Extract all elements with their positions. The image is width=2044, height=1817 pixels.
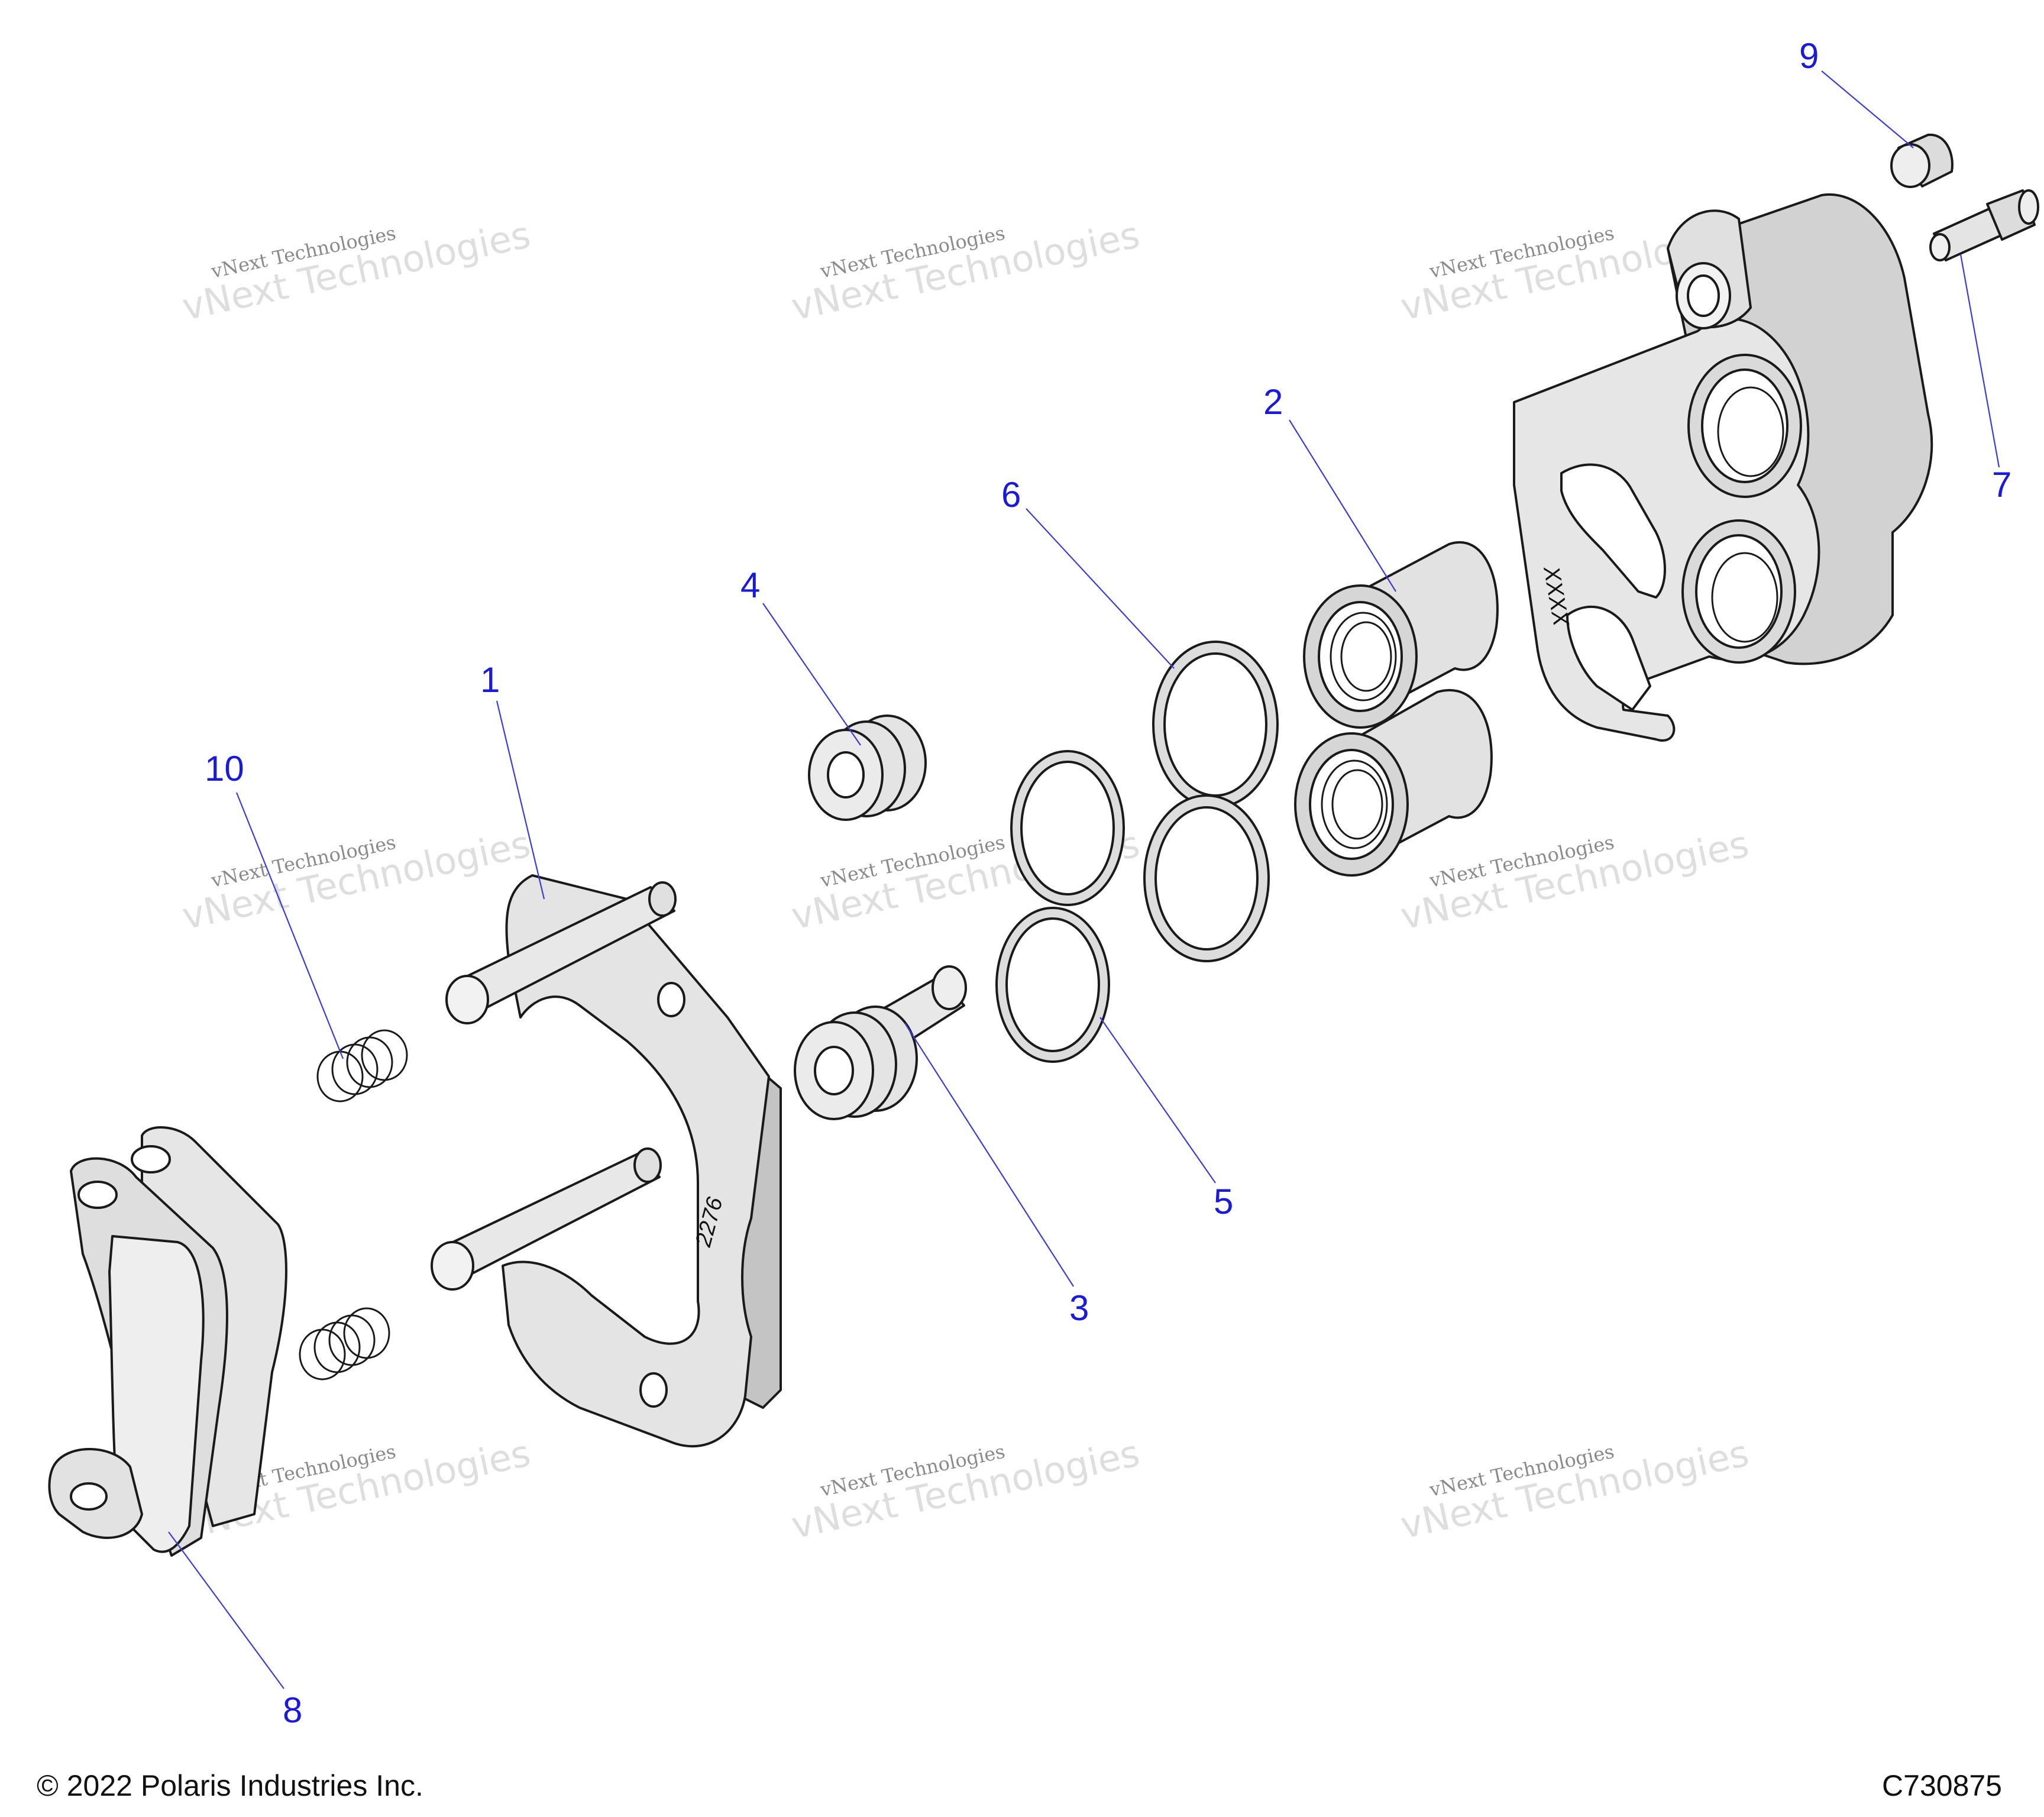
brake-pads xyxy=(48,1126,287,1557)
leader-10 xyxy=(235,792,344,1059)
seal-upper-outer xyxy=(1152,641,1279,809)
piston-seals xyxy=(995,641,1279,1063)
spring-lower xyxy=(299,1307,390,1380)
callout-1: 1 xyxy=(480,660,500,700)
callout-5: 5 xyxy=(1214,1182,1233,1221)
leader-4 xyxy=(762,603,861,746)
leader-1 xyxy=(496,700,545,900)
watermarks: vNext Technologies vNext Technologies vN… xyxy=(179,213,1752,1547)
piston-upper xyxy=(1303,541,1499,729)
callouts: 1 2 3 4 5 6 7 8 9 10 xyxy=(205,36,2011,1730)
watermark-8: vNext Technologies vNext Technologies xyxy=(788,1431,1143,1547)
caliper-housing: XXXX xyxy=(1513,193,1933,742)
pistons xyxy=(1294,541,1499,877)
leader-6 xyxy=(1026,508,1175,669)
leader-lines xyxy=(168,70,2000,1689)
leader-5 xyxy=(1099,1017,1216,1184)
callout-6: 6 xyxy=(1001,475,1021,515)
callout-10: 10 xyxy=(205,749,244,788)
callout-9: 9 xyxy=(1799,36,1819,76)
watermark-6: vNext Technologies vNext Technologies xyxy=(1397,822,1752,938)
seal-lower-outer xyxy=(1143,794,1270,962)
spring-upper xyxy=(316,1029,408,1103)
bleeder-screw xyxy=(1929,189,2039,261)
springs xyxy=(299,1029,408,1380)
callout-8: 8 xyxy=(283,1690,302,1730)
callout-3: 3 xyxy=(1069,1288,1089,1328)
copyright-text: © 2022 Polaris Industries Inc. xyxy=(37,1769,423,1802)
leader-2 xyxy=(1289,419,1396,592)
leader-3 xyxy=(904,1023,1074,1287)
callout-4: 4 xyxy=(740,565,760,605)
leader-7 xyxy=(1959,254,2000,468)
caliper-bracket: 2276 xyxy=(431,874,782,1448)
pin-boot-upper xyxy=(808,714,927,821)
callout-7: 7 xyxy=(1992,465,2011,505)
callout-2: 2 xyxy=(1263,382,1283,422)
seal-lower-inner xyxy=(995,907,1110,1063)
watermark-9: vNext Technologies vNext Technologies xyxy=(1397,1431,1752,1547)
seal-upper-inner xyxy=(1010,750,1125,906)
watermark-1: vNext Technologies vNext Technologies xyxy=(179,213,534,329)
figure-id: C730875 xyxy=(1882,1769,2002,1802)
leader-9 xyxy=(1821,70,1914,148)
slide-pin-with-boot xyxy=(794,965,967,1120)
watermark-4: vNext Technologies vNext Technologies xyxy=(179,822,534,938)
leader-8 xyxy=(168,1531,284,1689)
bleeder-cap xyxy=(1890,133,1954,188)
watermark-2: vNext Technologies vNext Technologies xyxy=(788,213,1143,329)
piston-lower xyxy=(1294,688,1493,877)
